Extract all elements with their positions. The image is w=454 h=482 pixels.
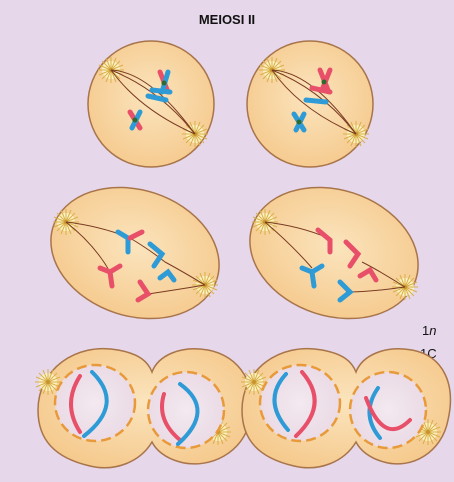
nucleus — [350, 372, 426, 448]
ploidy-letter: n — [429, 323, 436, 338]
figure-title: MEIOSI II — [199, 12, 255, 27]
telophase-ii-cell-right — [241, 349, 450, 468]
telophase-ii-cell-left — [35, 349, 252, 468]
ploidy-number: 1 — [422, 323, 429, 338]
ploidy-label: 1n — [422, 323, 436, 338]
metaphase-ii-cell-right — [247, 41, 373, 167]
metaphase-ii-cell-left — [88, 41, 214, 167]
